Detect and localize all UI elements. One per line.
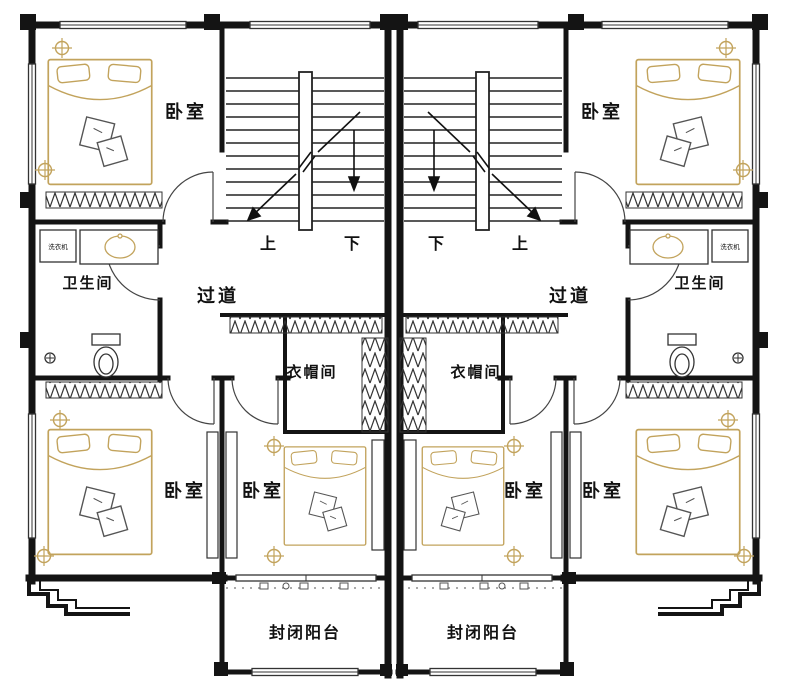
unit-right: [392, 14, 768, 676]
label-washer-right: 洗衣机: [720, 242, 740, 251]
label-bedroom-top-left: 卧室: [165, 101, 207, 122]
label-bedroom-bottom-mid-left: 卧室: [242, 480, 284, 501]
label-stair-down-left: 下: [344, 236, 360, 253]
unit-left: [20, 14, 396, 676]
label-balcony-right: 封闭阳台: [447, 623, 519, 642]
label-cloakroom-left: 衣帽间: [286, 363, 337, 381]
label-bathroom-left: 卫生间: [62, 274, 113, 292]
label-balcony-left: 封闭阳台: [269, 623, 341, 642]
label-stair-down-right: 下: [428, 236, 444, 253]
label-stair-up-left: 上: [260, 235, 276, 253]
label-bedroom-top-right: 卧室: [581, 101, 623, 122]
label-washer-left: 洗衣机: [48, 242, 68, 251]
label-cloakroom-right: 衣帽间: [450, 363, 501, 381]
label-bedroom-bottom-right: 卧室: [582, 480, 624, 501]
label-bathroom-right: 卫生间: [674, 274, 725, 292]
label-hallway-left: 过道: [197, 285, 239, 306]
label-hallway-right: 过道: [549, 285, 591, 306]
label-stair-up-right: 上: [512, 235, 528, 253]
label-bedroom-bottom-mid-right: 卧室: [504, 480, 546, 501]
labels: 卧室 卫生间 过道 衣帽间 卧室 卧室 封闭阳台 上 下 洗衣机 卧室 卫生间 …: [48, 101, 740, 642]
label-bedroom-bottom-left: 卧室: [164, 480, 206, 501]
